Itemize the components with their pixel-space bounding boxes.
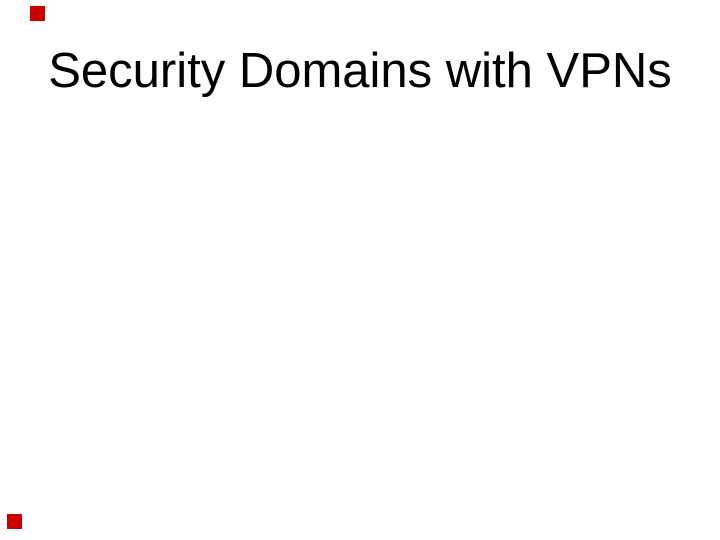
red-square-marker-top-left-icon — [30, 6, 45, 21]
slide-title: Security Domains with VPNs — [48, 44, 672, 98]
red-square-marker-bottom-left-icon — [7, 514, 22, 529]
